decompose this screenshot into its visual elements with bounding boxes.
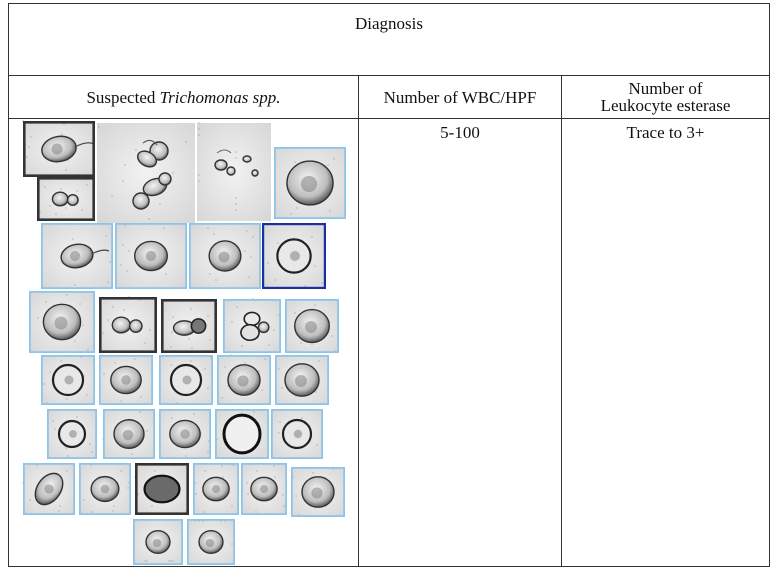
header-leukocyte-esterase: Number of Leukocyte esterase <box>561 75 770 119</box>
micrograph-tile <box>186 518 235 565</box>
micrograph-tile <box>284 298 339 353</box>
trichomonas-micrograph-mosaic <box>22 120 346 565</box>
micrograph-tile <box>41 354 96 405</box>
header-suspected-trichomonas: Suspected Trichomonas spp. <box>8 75 359 119</box>
micrograph-tile <box>22 120 96 178</box>
micrograph-tile <box>240 462 287 515</box>
micrograph-tile <box>102 408 156 459</box>
micrograph-tile <box>273 146 346 219</box>
header-le-line2: Leukocyte esterase <box>600 96 731 115</box>
micrograph-tile <box>134 462 190 515</box>
wbc-hpf-value-cell: 5-100 <box>358 118 562 567</box>
leukocyte-esterase-value: Trace to 3+ <box>626 123 705 142</box>
wbc-hpf-value: 5-100 <box>440 123 480 142</box>
micrograph-tile <box>274 354 329 405</box>
table-title-cell: Diagnosis <box>8 3 770 76</box>
micrograph-tile <box>47 408 98 459</box>
micrograph-tile <box>158 408 211 459</box>
micrograph-tile <box>216 354 271 405</box>
micrograph-tile <box>262 222 327 289</box>
micrograph-tile <box>36 176 96 222</box>
micrograph-tile <box>97 123 195 223</box>
micrograph-tile <box>270 408 323 459</box>
diagnosis-table: Diagnosis Suspected Trichomonas spp. Num… <box>8 3 770 567</box>
header-wbc-hpf-text: Number of WBC/HPF <box>383 87 537 107</box>
micrograph-tile <box>290 466 345 517</box>
micrograph-tile <box>192 462 239 515</box>
trichomonas-image-cell <box>8 118 359 567</box>
micrograph-tile <box>161 299 218 354</box>
micrograph-tile <box>99 354 154 405</box>
header-trichomonas-italic: Trichomonas spp. <box>159 87 281 107</box>
table-title: Diagnosis <box>355 14 423 33</box>
micrograph-tile <box>22 462 76 515</box>
header-wbc-hpf: Number of WBC/HPF <box>358 75 562 119</box>
micrograph-tile <box>41 223 113 289</box>
micrograph-tile <box>222 298 281 353</box>
micrograph-tile <box>28 290 95 353</box>
micrograph-tile <box>115 223 187 289</box>
leukocyte-esterase-value-cell: Trace to 3+ <box>561 118 770 567</box>
micrograph-tile <box>133 518 184 565</box>
header-le-line1: Number of <box>628 79 703 98</box>
micrograph-tile <box>197 122 271 221</box>
micrograph-tile <box>79 462 132 515</box>
micrograph-tile <box>214 408 269 459</box>
micrograph-tile <box>99 296 158 354</box>
header-suspected-text: Suspected <box>86 87 160 107</box>
micrograph-tile <box>158 354 213 405</box>
micrograph-tile <box>188 223 261 289</box>
